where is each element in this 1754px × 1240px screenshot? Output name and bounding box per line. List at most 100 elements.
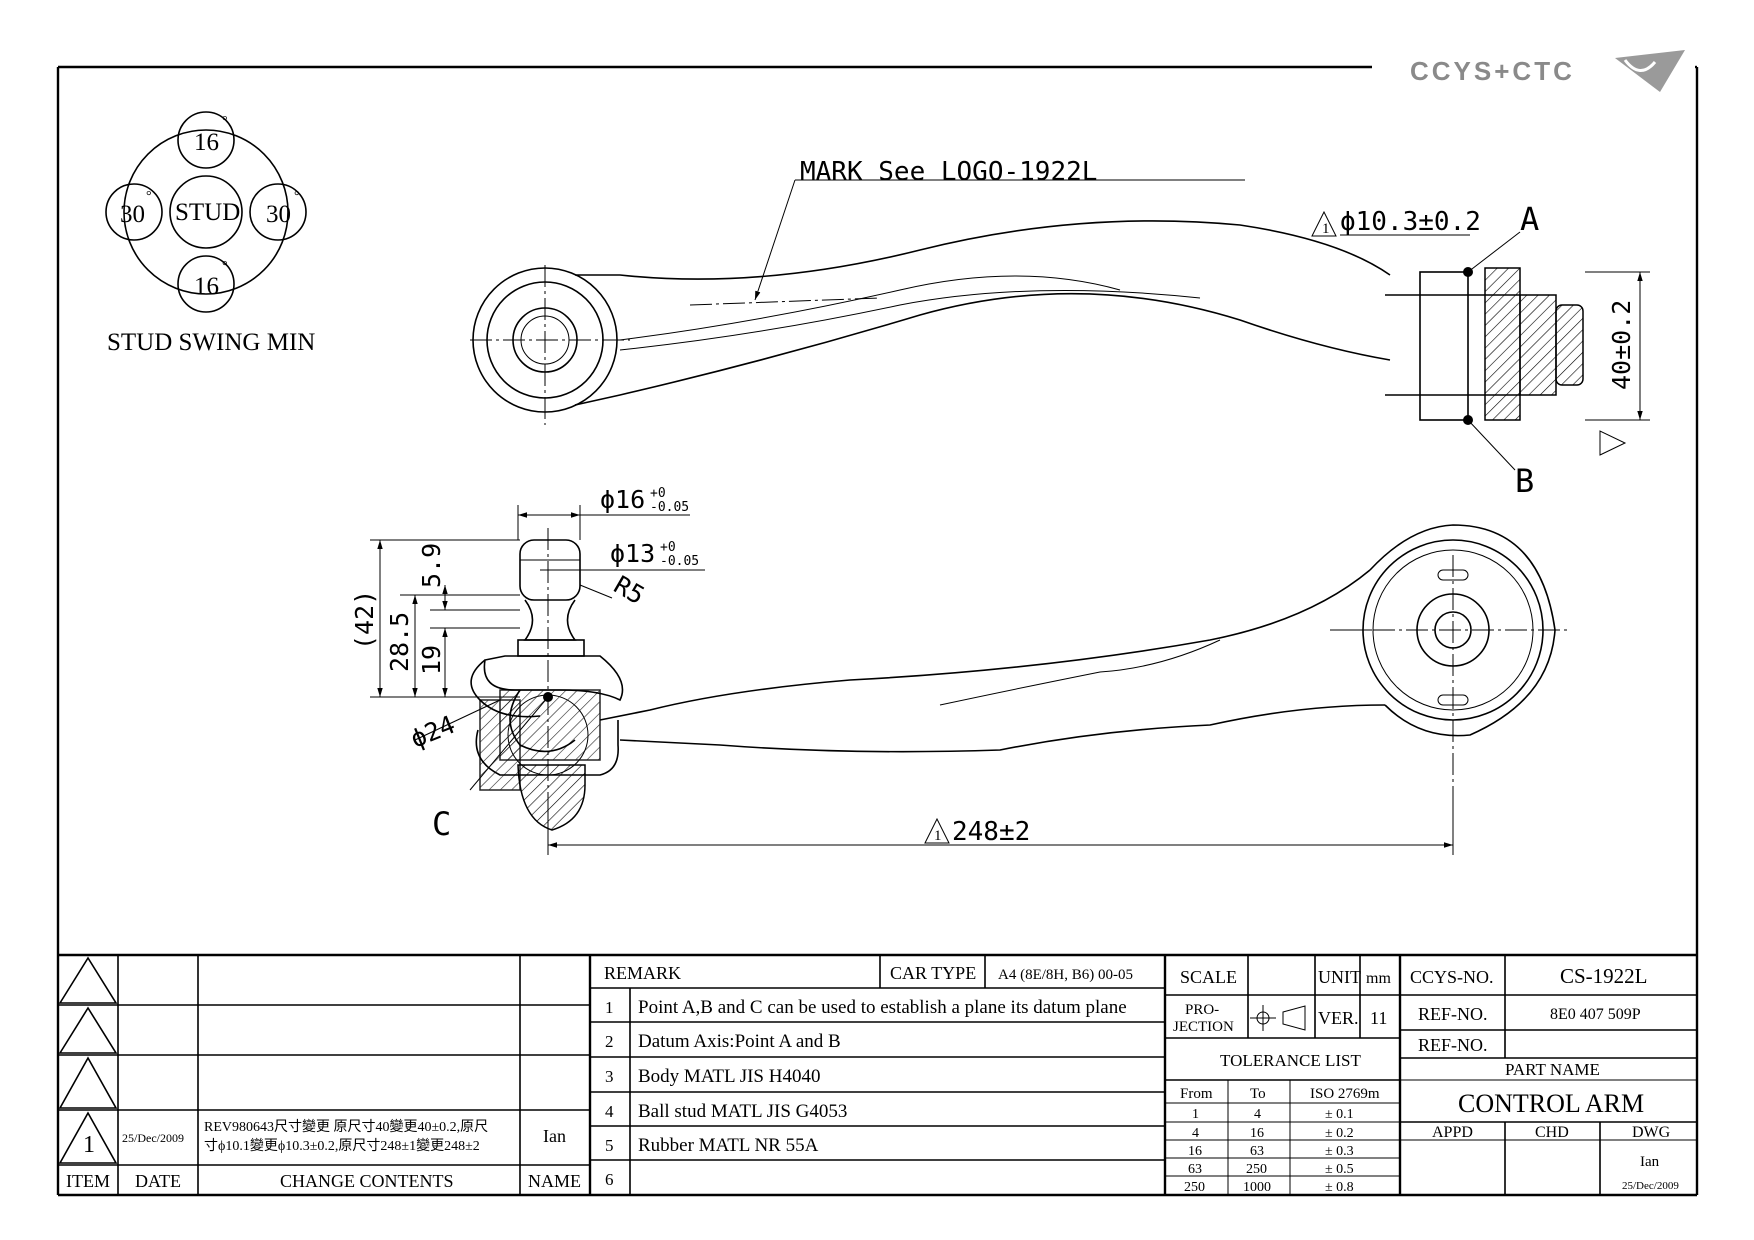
dwg-value: Ian [1640, 1154, 1660, 1170]
dwg-date: 25/Dec/2009 [1622, 1180, 1679, 1192]
title-block: 1 25/Dec/2009 REV980643尺寸變更 原尺寸40變更40±0.… [58, 953, 1697, 1195]
unit-value: mm [1366, 970, 1391, 987]
mark-note: MARK See LOGO-1922L [800, 157, 1097, 187]
rev-triangle-icon [58, 1006, 118, 1054]
tol-header-from: From [1180, 1086, 1213, 1102]
dim-19-label: 19 [417, 645, 446, 675]
dia13-tol-up: +0 [660, 540, 676, 555]
revision-block: 1 25/Dec/2009 REV980643尺寸變更 原尺寸40變更40±0.… [58, 955, 592, 1195]
tol-cell: 1000 [1243, 1180, 1271, 1195]
part-name-value: CONTROL ARM [1458, 1089, 1644, 1118]
dia24-label: ϕ24 [406, 710, 459, 754]
ccys-no-label: CCYS-NO. [1410, 967, 1494, 987]
tol-cell: 4 [1192, 1126, 1199, 1141]
ref-no-value-1: 8E0 407 509P [1550, 1006, 1641, 1023]
swing-caption: STUD SWING MIN [107, 329, 315, 356]
tol-header-to: To [1250, 1086, 1266, 1102]
rev-triangle-icon [924, 817, 950, 844]
projection-label-1: PRO- [1185, 1002, 1219, 1018]
dia13-tol-dn: -0.05 [660, 554, 699, 569]
hole-dia-label: ϕ10.3±0.2 [1340, 207, 1481, 237]
part-info-block: CCYS-NO. CS-1922L REF-NO. 8E0 407 509P R… [1400, 955, 1697, 1195]
remark-no: 5 [605, 1136, 614, 1155]
tol-cell: ± 0.5 [1325, 1162, 1354, 1177]
dim-28-5-label: 28.5 [385, 612, 414, 672]
appd-label: APPD [1432, 1124, 1473, 1141]
car-type-value: A4 (8E/8H, B6) 00-05 [998, 967, 1133, 983]
header-name: NAME [528, 1171, 581, 1191]
rev-triangle-icon [1311, 210, 1337, 237]
rev-triangle-icon [58, 1056, 118, 1109]
datum-triangle-icon [1599, 430, 1627, 456]
logo-text: CCYS+CTC [1410, 56, 1575, 86]
scale-label: SCALE [1180, 967, 1237, 987]
remark-text: Datum Axis:Point A and B [638, 1031, 841, 1052]
rev-marker-1: 1 [1322, 221, 1330, 237]
rev-item: 1 [83, 1132, 95, 1158]
remark-text: Point A,B and C can be used to establish… [638, 997, 1127, 1018]
car-type-label: CAR TYPE [890, 963, 976, 983]
remark-text: Ball stud MATL JIS G4053 [638, 1101, 847, 1122]
remarks-block: REMARK CAR TYPE A4 (8E/8H, B6) 00-05 1 P… [590, 955, 1165, 1195]
dia16-tol-up: +0 [650, 486, 666, 501]
ver-label: VER. [1318, 1008, 1359, 1028]
swing-center-label: STUD [175, 199, 240, 226]
tol-cell: ± 0.8 [1325, 1180, 1354, 1195]
point-a-label: A [1520, 200, 1539, 238]
degree-top: ° [222, 114, 228, 129]
projection-label-2: JECTION [1173, 1019, 1234, 1035]
tol-cell: 63 [1250, 1144, 1264, 1159]
tol-header-iso: ISO 2769m [1310, 1086, 1380, 1102]
ver-value: 11 [1370, 1008, 1387, 1028]
rev-change-line2: 寸ϕ10.1變更ϕ10.3±0.2,原尺寸248±1變更248±2 [204, 1138, 480, 1154]
rev-triangle-icon [58, 1111, 118, 1164]
tol-cell: ± 0.2 [1325, 1126, 1354, 1141]
point-b-label: B [1515, 462, 1534, 500]
chd-label: CHD [1535, 1124, 1569, 1141]
dia16-tol-dn: -0.05 [650, 500, 689, 515]
tol-cell: 1 [1192, 1107, 1199, 1122]
header-item: ITEM [66, 1171, 110, 1191]
tol-cell: 16 [1250, 1126, 1264, 1141]
first-angle-projection-icon [1250, 1005, 1306, 1031]
swing-top: 16 [194, 129, 219, 156]
rev-change-line1: REV980643尺寸變更 原尺寸40變更40±0.2,原尺 [204, 1119, 488, 1135]
top-view: MARK See LOGO-1922L 1 ϕ10.3±0.2 A B 40±0… [470, 157, 1650, 500]
ref-no-label-1: REF-NO. [1418, 1004, 1488, 1024]
scale-block: SCALE UNIT mm PRO- JECTION VER. 11 TOLER… [1163, 955, 1402, 1195]
stud-swing-diagram: 16 16 30 30 ° ° ° ° STUD STUD SWING MIN [105, 111, 315, 356]
height-dim: 40±0.2 [1607, 300, 1636, 390]
tol-cell: 250 [1246, 1162, 1267, 1177]
tol-cell: 63 [1188, 1162, 1202, 1177]
company-logo: CCYS+CTC [1410, 50, 1685, 92]
degree-bottom: ° [222, 259, 228, 274]
dim-5-9-label: 5.9 [417, 543, 446, 588]
point-c-label: C [432, 805, 451, 843]
dia16-label: ϕ16 [600, 485, 645, 514]
degree-right: ° [294, 189, 300, 204]
remark-no: 1 [605, 998, 614, 1017]
border-frame [56, 65, 1699, 1197]
part-name-label: PART NAME [1505, 1060, 1600, 1079]
rev-name: Ian [543, 1126, 566, 1146]
tol-cell: ± 0.1 [1325, 1107, 1354, 1122]
swing-bottom: 16 [194, 273, 219, 300]
tolerance-title: TOLERANCE LIST [1220, 1051, 1361, 1070]
remark-no: 2 [605, 1032, 614, 1051]
r5-label: R5 [609, 570, 650, 610]
remark-no: 4 [605, 1102, 614, 1121]
ref-no-label-2: REF-NO. [1418, 1035, 1488, 1055]
logo-emblem-icon [1615, 50, 1685, 92]
swing-right: 30 [266, 201, 291, 228]
dim-42-label: (42) [350, 590, 379, 650]
remark-text: Body MATL JIS H4040 [638, 1066, 820, 1087]
dwg-label: DWG [1632, 1124, 1671, 1141]
length-dim-label: 248±2 [952, 817, 1030, 847]
degree-left: ° [146, 189, 152, 204]
remark-header: REMARK [604, 963, 681, 983]
dia13-label: ϕ13 [610, 539, 655, 568]
tol-cell: 4 [1254, 1107, 1261, 1122]
unit-label: UNIT [1318, 967, 1361, 987]
ccys-no-value: CS-1922L [1560, 964, 1648, 988]
